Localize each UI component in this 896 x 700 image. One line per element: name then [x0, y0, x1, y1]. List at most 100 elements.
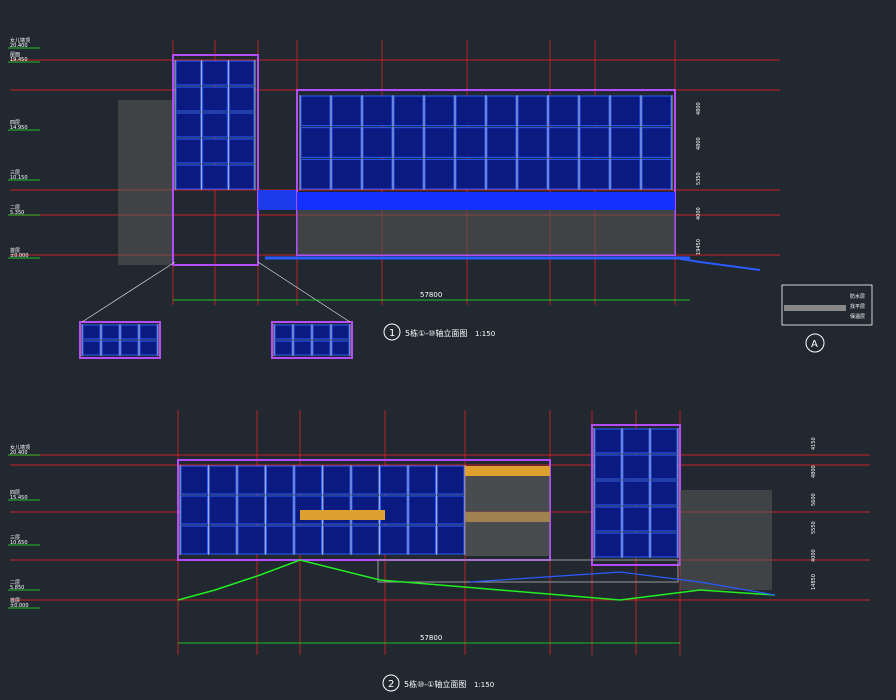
top-main-pane-0-3	[393, 95, 424, 127]
top-tower-pane-4-1	[202, 164, 228, 190]
callout-leader-1	[81, 261, 176, 323]
bottom-main-pane-0-0	[180, 465, 208, 495]
top-main-pane-1-2	[362, 127, 393, 158]
top-main-pane-2-2	[362, 158, 393, 190]
bottom-level-name-0: 女儿墙顶	[10, 444, 30, 451]
detail-a-frame	[781, 284, 873, 326]
callout-right-pane-1-3	[331, 340, 350, 356]
bottom-main-pane-0-4	[294, 465, 322, 495]
bottom-tower-pane-0-0	[594, 428, 622, 454]
bottom-tower-pane-4-0	[594, 532, 622, 558]
bottom-level-elev-4: ±0.000	[10, 603, 29, 609]
bottom-main-pane-2-0	[180, 525, 208, 555]
bottom-tower-pane-3-0	[594, 506, 622, 532]
bottom-level-elev-3: 5.850	[10, 585, 24, 591]
bottom-main-pane-1-8	[408, 495, 436, 525]
callout-right-pane-1-1	[293, 340, 312, 356]
top-right-dim-3: 4000	[696, 207, 702, 220]
top-main-pane-2-5	[455, 158, 486, 190]
bottom-main-pane-1-2	[237, 495, 265, 525]
bottom-tower-pane-1-0	[594, 454, 622, 480]
detail-a-label: A	[811, 339, 818, 350]
top-main-pane-1-9	[579, 127, 610, 158]
detail-a-line-1: 防水层	[850, 293, 865, 300]
top-main-pane-1-0	[300, 127, 331, 158]
bottom-tower-pane-2-2	[650, 480, 678, 506]
top-tower-pane-1-0	[175, 86, 202, 112]
bottom-main-pane-2-1	[209, 525, 237, 555]
bottom-right-dim-0: 4150	[811, 437, 817, 450]
top-tower-pane-3-1	[202, 138, 228, 164]
bottom-tower-pane-0-1	[622, 428, 650, 454]
top-right-dim-0: 4800	[696, 102, 702, 115]
bottom-main-pane-2-3	[266, 525, 294, 555]
top-link-bridge	[258, 190, 298, 210]
top-main-pane-0-5	[455, 95, 486, 127]
top-main-pane-1-7	[517, 127, 548, 158]
bottom-main-pane-0-3	[266, 465, 294, 495]
top-main-pane-0-10	[610, 95, 641, 127]
top-main-pane-1-3	[393, 127, 424, 158]
top-main-pane-0-9	[579, 95, 610, 127]
bottom-title-number: 2	[388, 679, 394, 690]
top-tower-pane-3-2	[228, 138, 255, 164]
bottom-main-pane-0-9	[437, 465, 465, 495]
top-main-glazing	[299, 95, 673, 190]
top-base-wall	[297, 210, 675, 255]
callout-left-pane-0-2	[120, 324, 139, 340]
bottom-main-pane-0-1	[209, 465, 237, 495]
callout-left-pane-1-0	[82, 340, 101, 356]
bottom-tower-pane-3-2	[650, 506, 678, 532]
callout-left-pane-0-1	[101, 324, 120, 340]
top-main-pane-2-8	[548, 158, 579, 190]
bottom-tower-pane-2-0	[594, 480, 622, 506]
top-main-pane-1-10	[610, 127, 641, 158]
detail-a: 防水层 找平层 保温层 A	[781, 284, 873, 353]
top-blue-band	[297, 192, 675, 210]
top-main-pane-2-4	[424, 158, 455, 190]
top-main-pane-2-0	[300, 158, 331, 190]
bottom-right-dim-5: 14850	[811, 574, 817, 590]
top-level-name-2: 四层	[10, 120, 20, 126]
bottom-level-elev-1: 15.450	[10, 495, 28, 501]
bottom-main-pane-1-0	[180, 495, 208, 525]
top-right-dim-1: 4800	[696, 137, 702, 150]
top-scale: 1:150	[475, 330, 495, 338]
callout-right-pane-0-0	[274, 324, 293, 340]
top-main-pane-2-3	[393, 158, 424, 190]
top-tower-pane-2-0	[175, 112, 202, 138]
top-main-pane-1-8	[548, 127, 579, 158]
top-main-pane-0-0	[300, 95, 331, 127]
bottom-terrain-blue	[469, 571, 776, 596]
bottom-level-name-3: 二层	[10, 580, 20, 586]
bottom-title: 5栋⑩-①轴立面图	[404, 679, 466, 689]
top-tower-frame	[172, 54, 259, 266]
bottom-right-dim-4: 4000	[811, 549, 817, 562]
bottom-orange-band-3	[465, 466, 550, 476]
top-main-pane-2-1	[331, 158, 362, 190]
top-tower-pane-0-1	[202, 60, 228, 86]
bottom-title-circle	[382, 674, 400, 692]
bottom-tower-pane-4-1	[622, 532, 650, 558]
top-title: 5栋①-⑩轴立面图	[405, 328, 467, 338]
bottom-main-pane-1-9	[437, 495, 465, 525]
bottom-elevation: 57800 2 5栋⑩-①轴立面图 1:150 女儿墙顶20.400四层15.4…	[8, 424, 817, 692]
bottom-main-pane-2-6	[351, 525, 379, 555]
bottom-tower-pane-2-1	[622, 480, 650, 506]
bottom-level-name-2: 三层	[10, 535, 20, 541]
top-level-markers: 女儿墙顶20.400屋面19.450四层14.950三层10.150二层5.35…	[8, 37, 40, 259]
top-main-pane-0-8	[548, 95, 579, 127]
top-ground-slope	[674, 257, 761, 271]
callout-right-pane-0-2	[312, 324, 331, 340]
bottom-main-pane-1-1	[209, 495, 237, 525]
top-main-pane-0-11	[641, 95, 672, 127]
callout-left-pane-0-0	[82, 324, 101, 340]
bottom-stair-block	[465, 476, 550, 556]
top-main-pane-2-6	[486, 158, 517, 190]
bottom-right-dim-1: 4800	[811, 465, 817, 478]
top-main-pane-2-11	[641, 158, 672, 190]
top-tower-pane-1-2	[228, 86, 255, 112]
top-main-pane-0-7	[517, 95, 548, 127]
top-level-name-5: 首层	[10, 247, 20, 254]
